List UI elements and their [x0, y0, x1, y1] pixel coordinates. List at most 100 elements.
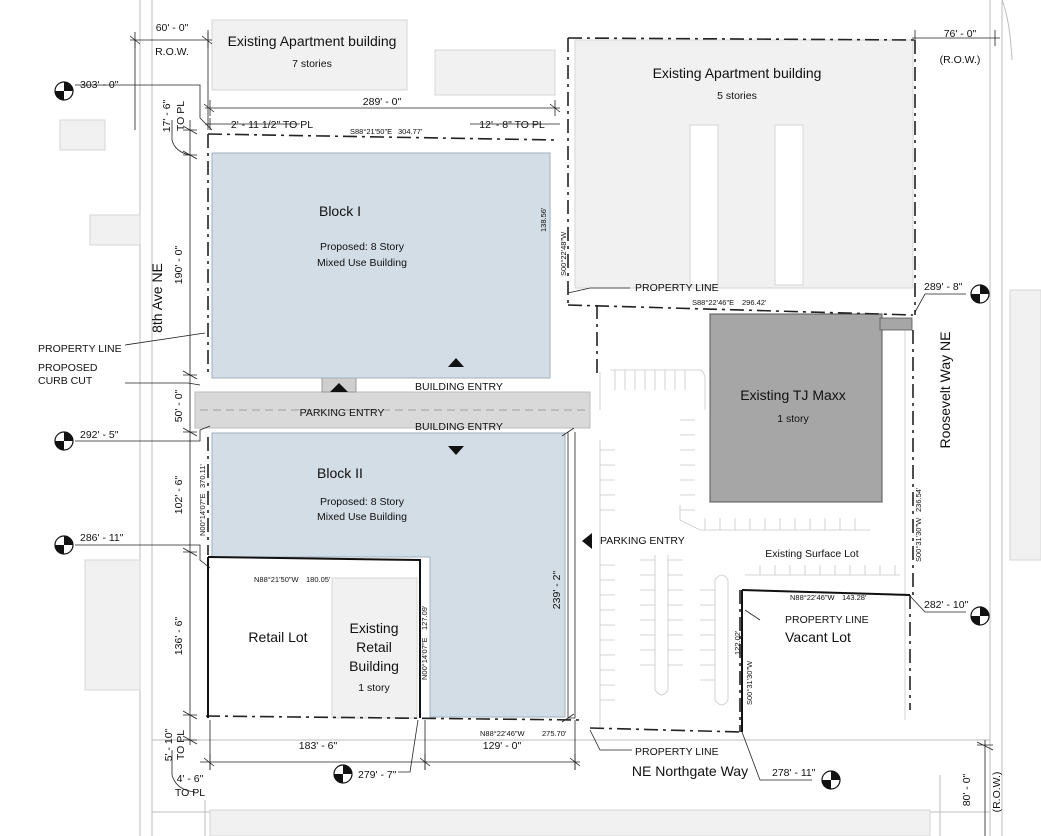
bearing-9: S00°31'30"W [745, 660, 754, 705]
retail-building[interactable] [331, 577, 418, 719]
dim-bottom-129: 129' - 0" [483, 740, 522, 752]
row-label-east: (R.O.W.) [940, 54, 981, 66]
elevation-markers [54, 81, 990, 790]
tjmaxx-annex [879, 317, 913, 331]
elev-292: 292' - 5" [80, 429, 119, 441]
parking-entry-label-2: PARKING ENTRY [600, 535, 685, 547]
bearing-10-dist: 236.54' [914, 487, 923, 512]
dim-west-50: 50' - 0" [173, 389, 185, 422]
bearing-7: N88°22'46"W [480, 729, 526, 738]
curb-cut-label-1: PROPOSED [38, 362, 98, 374]
dim-to-pl-south: TO PL [175, 787, 205, 799]
row-label-south: (R.O.W.) [991, 772, 1003, 813]
site-boundaries [207, 432, 911, 732]
street-south: NE Northgate Way [632, 763, 748, 779]
dim-top-width: 289' - 0" [363, 96, 402, 108]
dim-west-102: 102' - 6" [173, 476, 185, 515]
parking-stripes [599, 330, 906, 730]
tjmaxx-stories: 1 story [777, 413, 809, 425]
dimension-lines [75, 30, 1000, 836]
apt-ne-name: Existing Apartment building [653, 65, 822, 81]
bearing-4-dist: 370.11' [198, 464, 207, 488]
dim-row-west: 60' - 0" [156, 22, 189, 34]
dim-row-east: 76' - 0" [944, 28, 977, 40]
dim-row-south: 80' - 0" [961, 773, 973, 806]
dim-west-136: 136' - 6" [173, 617, 185, 656]
retail-bldg-stories: 1 story [358, 682, 390, 694]
elev-278: 278' - 11" [772, 767, 816, 779]
bearing-1-dist: 304.77' [398, 127, 423, 136]
bearing-8-dist: 143.28' [842, 593, 867, 602]
building-entry-arrow-2 [448, 446, 464, 455]
block-1[interactable] [211, 152, 551, 379]
apt-nw-stories: 7 stories [292, 58, 332, 70]
street-east: Roosevelt Way NE [937, 332, 953, 449]
bearing-7-dist: 275.70' [542, 729, 567, 738]
dim-west-5: 5' - 10" [163, 728, 175, 761]
bearing-9-dist: 122.02' [733, 630, 742, 655]
elevation-text: 303' - 0" 292' - 5" 286' - 11" 289' - 8"… [80, 79, 969, 781]
retail-lot-label: Retail Lot [248, 629, 307, 645]
elev-303: 303' - 0" [80, 79, 119, 91]
bearing-6: N00°14'07"E [420, 637, 429, 680]
bearing-1: S88°21'50"E [350, 127, 392, 136]
vacant-lot-label: Vacant Lot [785, 629, 851, 645]
property-line-label-4: PROPERTY LINE [635, 746, 719, 758]
apt-ne-stories: 5 stories [717, 90, 757, 102]
bearing-5: N88°21'50"W [254, 575, 300, 584]
block-1-line1: Proposed: 8 Story [320, 241, 405, 253]
bearing-8: N88°22'46"W [790, 593, 836, 602]
property-line-label-1: PROPERTY LINE [38, 343, 122, 355]
bearing-2: S00°22'48"W [559, 231, 568, 276]
row-label-west: R.O.W. [155, 46, 189, 58]
parking-entry-arrow-2 [582, 533, 592, 549]
bearing-3: S88°22'46"E [692, 298, 734, 307]
bearing-4: N00°14'07"E [198, 493, 207, 536]
block-1-line2: Mixed Use Building [317, 257, 407, 269]
building-entry-label-1: BUILDING ENTRY [415, 381, 503, 393]
bearing-text: S88°21'50"E 304.77' S00°22'48"W 138.56' … [198, 127, 923, 738]
dim-west-190: 190' - 0" [173, 246, 185, 285]
tjmaxx-building[interactable] [709, 313, 883, 503]
block-2-line2: Mixed Use Building [317, 511, 407, 523]
retail-bldg-line3: Building [349, 658, 399, 674]
dim-bottom-183: 183' - 6" [299, 740, 338, 752]
retail-bldg-line2: Retail [356, 639, 392, 655]
dim-west-17: 17' - 6" [161, 99, 173, 132]
dim-top-left-offset: 2' - 11 1/2" TO PL [231, 119, 313, 131]
dim-east-239: 239' - 2" [551, 571, 563, 610]
elev-282: 282' - 10" [924, 599, 969, 611]
bearing-3-dist: 296.42' [742, 298, 767, 307]
block-1-name: Block I [319, 203, 361, 219]
surface-lot-label: Existing Surface Lot [765, 548, 858, 560]
property-line-label-3: PROPERTY LINE [785, 614, 869, 626]
neighbor-buildings [59, 19, 1041, 836]
elev-289: 289' - 8" [924, 281, 963, 293]
tjmaxx-name: Existing TJ Maxx [740, 387, 846, 403]
dimension-text: 60' - 0" 76' - 0" 289' - 0" 2' - 11 1/2"… [156, 22, 977, 806]
parking-entry-arrow-1 [330, 383, 348, 392]
apt-nw-name: Existing Apartment building [228, 33, 397, 49]
elev-286: 286' - 11" [80, 532, 124, 544]
block-2-line1: Proposed: 8 Story [320, 496, 405, 508]
bearing-10: S00°31'30"W [914, 517, 923, 562]
building-labels: Existing Apartment building 7 stories Ex… [228, 33, 859, 694]
dim-to-pl-bottom: TO PL [175, 730, 187, 760]
block-2-name: Block II [317, 465, 363, 481]
building-entry-label-2: BUILDING ENTRY [415, 421, 503, 433]
street-labels: 8th Ave NE Roosevelt Way NE NE Northgate… [149, 263, 953, 779]
annotations: PROPERTY LINE PROPOSED CURB CUT PROPERTY… [38, 46, 1003, 812]
elev-279: 279' - 7" [358, 769, 397, 781]
dim-top-right-offset: 12' - 8" TO PL [479, 119, 545, 131]
building-entry-arrow-1 [448, 358, 464, 367]
bearing-5-dist: 180.05' [306, 575, 331, 584]
curb-cut-label-2: CURB CUT [38, 375, 93, 387]
bearing-2-dist: 138.56' [539, 207, 548, 232]
parking-entry-label-1: PARKING ENTRY [300, 407, 385, 419]
drive-aisle [194, 391, 591, 429]
bearing-6-dist: 127.09' [420, 605, 429, 630]
retail-bldg-line1: Existing [349, 620, 398, 636]
street-west: 8th Ave NE [149, 263, 165, 333]
dim-south-4: 4' - 6" [177, 773, 204, 785]
